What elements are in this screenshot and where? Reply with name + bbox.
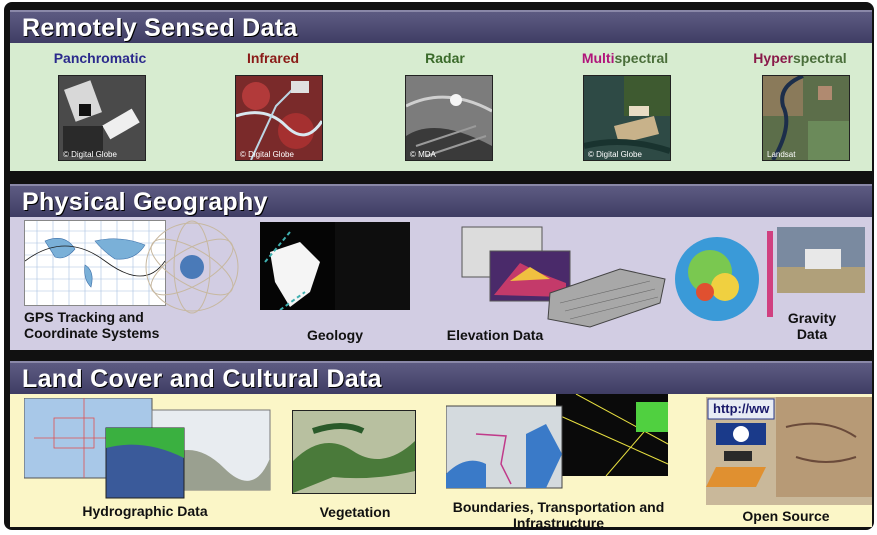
vegetation-graphic [293,411,415,493]
title-part-1: Panchromatic [53,50,147,66]
gps-map-graphic [25,221,165,305]
panchromatic-graphic [59,76,145,160]
geology-graphic [260,222,410,310]
infrared-graphic [236,76,322,160]
gravity-graphic [675,227,865,321]
image-credit: © Digital Globe [588,150,642,159]
elevation-label: Elevation Data [446,327,544,343]
sensor-title-panchromatic: Panchromatic [30,50,170,66]
hydrographic-label: Hydrographic Data [82,503,208,519]
image-credit: Landsat [767,150,796,159]
multispectral-image: © Digital Globe [583,75,671,161]
title-part-1: Radar [425,50,465,66]
section-title: Remotely Sensed Data [10,10,872,43]
section-title: Physical Geography [10,184,872,217]
section-land-cover: Land Cover and Cultural Data Hydrographi… [10,361,872,531]
land-panel: Hydrographic Data Vegetation Boundaries,… [10,394,872,531]
gps-map-image [24,220,166,306]
open-source-graphic [706,397,872,505]
boundaries-label: Boundaries, Transportation and Infrastru… [452,499,665,531]
elevation-graphic [461,226,666,328]
title-part-2: spectral [614,50,669,66]
title-part-1: Infrared [246,50,300,66]
image-credit: © MDA [410,150,436,159]
title-part-1: Hyper [753,50,793,66]
sensor-title-multispectral: Multispectral [555,50,695,66]
image-credit: © Digital Globe [63,150,117,159]
section-physical-geography: Physical Geography GPS Tr [10,184,872,350]
gps-satellite-globe [145,220,239,314]
image-credit: © Digital Globe [240,150,294,159]
infrared-image: © Digital Globe [235,75,323,161]
vegetation-image [292,410,416,494]
open-source-label: Open Source [742,508,830,524]
geology-label: Geology [306,327,363,343]
gps-label: GPS Tracking and Coordinate Systems [24,309,160,341]
hydrographic-graphic [24,398,271,499]
section-remotely-sensed: Remotely Sensed Data Panchromatic Infrar… [10,10,872,171]
hyperspectral-graphic [763,76,849,160]
sensor-title-radar: Radar [375,50,515,66]
panchromatic-image: © Digital Globe [58,75,146,161]
radar-image: © MDA [405,75,493,161]
radar-graphic [406,76,492,160]
sensor-title-infrared: Infrared [203,50,343,66]
title-part-1: Multi [581,50,615,66]
boundaries-graphic [446,394,669,489]
section-title: Land Cover and Cultural Data [10,361,872,394]
multispectral-graphic [584,76,670,160]
gravity-label: Gravity Data [787,310,837,342]
physical-panel: GPS Tracking and Coordinate Systems Geol… [10,217,872,350]
remote-panel: Panchromatic Infrared Radar Multispectra… [10,43,872,171]
title-part-2: spectral [792,50,847,66]
hyperspectral-image: Landsat [762,75,850,161]
sensor-title-hyperspectral: Hyperspectral [730,50,870,66]
url-text: http://ww [713,401,770,416]
vegetation-label: Vegetation [319,504,391,520]
geology-image [260,222,410,310]
